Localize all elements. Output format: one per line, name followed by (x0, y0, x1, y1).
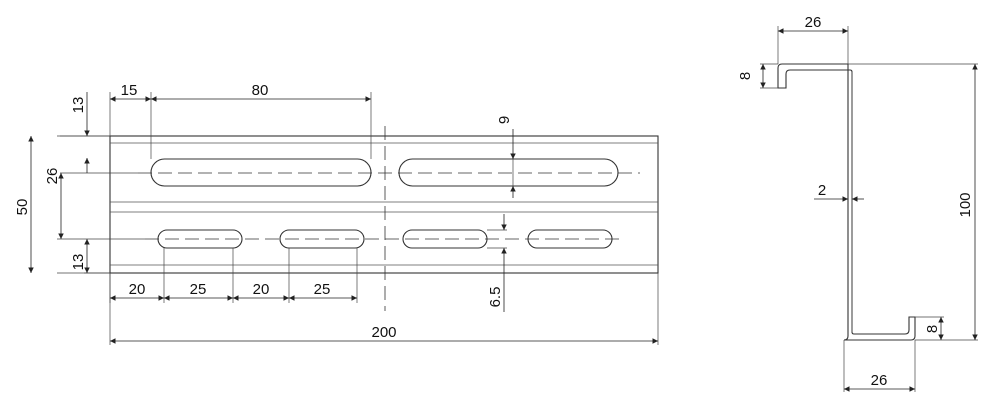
lower-slot-2 (279, 229, 365, 249)
dim-lower-gap-1: 20 (129, 281, 146, 298)
dim-bottom-flange-width: 26 (871, 372, 888, 389)
dim-bottom-lip-height: 8 (924, 325, 941, 333)
lower-slot-3 (402, 229, 488, 249)
section-view-dimensions: 26 8 100 2 8 26 (737, 14, 978, 392)
dim-top-slot-offset: 13 (70, 97, 87, 114)
dim-thickness: 2 (818, 182, 826, 199)
dim-overall-height: 50 (14, 199, 31, 216)
dim-upper-slot-width: 9 (496, 116, 513, 124)
upper-slot-left (150, 158, 372, 187)
dim-top-flange-width: 26 (805, 14, 822, 31)
dim-lower-gap-2: 20 (253, 281, 270, 298)
z-section-profile (777, 63, 916, 341)
lower-slot-1 (157, 229, 243, 249)
dim-top-lip-height: 8 (737, 72, 754, 80)
rail-outline (109, 135, 659, 274)
section-view (777, 63, 916, 341)
lower-slot-4 (527, 229, 613, 249)
dim-bottom-slot-offset: 13 (70, 254, 87, 271)
dim-slot-row-spacing: 26 (44, 168, 61, 185)
dim-upper-slot-start: 15 (121, 82, 138, 99)
upper-slot-right (398, 158, 619, 187)
dim-overall-length: 200 (371, 324, 396, 341)
dim-lower-slot-width: 6.5 (487, 287, 504, 308)
dim-upper-slot-length: 80 (252, 82, 269, 99)
dim-web-height: 100 (957, 192, 974, 217)
dim-lower-slot-1: 25 (190, 281, 207, 298)
front-view-dimensions: 50 13 26 13 15 80 9 200 (14, 82, 659, 345)
dim-lower-slot-2: 25 (314, 281, 331, 298)
front-view (109, 126, 659, 311)
